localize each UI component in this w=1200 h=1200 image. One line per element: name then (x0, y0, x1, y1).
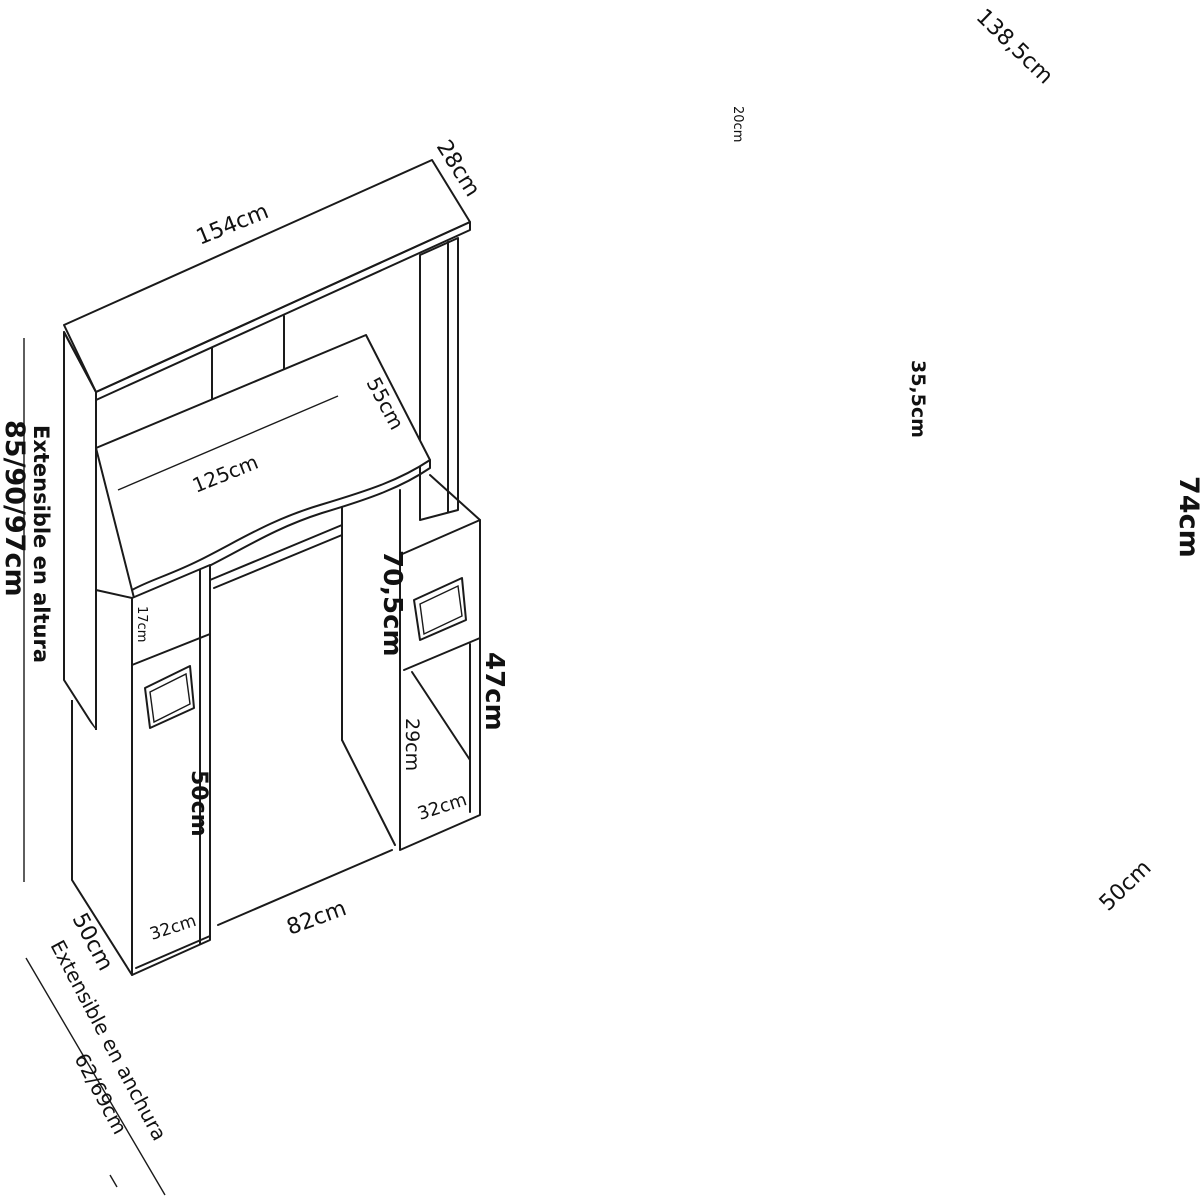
right-cabinet-back-edge (411, 671, 471, 761)
floor-line-front (217, 849, 393, 926)
label-height-note: Extensible en altura (29, 425, 53, 663)
hutch-top-shelf (63, 159, 471, 393)
label-cabinet-height: 47cm (479, 652, 509, 731)
leg-space (209, 506, 396, 926)
desk-top-surface (95, 334, 431, 591)
left-cabinet-base (135, 935, 211, 969)
label-right-mid: 35,5cm (907, 360, 929, 438)
back-panel-top (209, 524, 343, 581)
right-drawer-handle-inner (419, 584, 463, 636)
label-right-top: 138,5cm (971, 4, 1058, 89)
left-door-handle (144, 665, 195, 729)
hutch-top-shelf-front (63, 221, 471, 401)
hutch-right-panel (419, 237, 459, 521)
label-right-niche-height: 29cm (401, 718, 423, 771)
left-cabinet-shelf (131, 633, 211, 666)
hutch (63, 159, 471, 731)
left-cabinet (71, 564, 211, 976)
dimension-lines (23, 338, 166, 1196)
label-right-depth: 50cm (1095, 856, 1157, 917)
label-left-upper-open: 17cm (134, 606, 149, 642)
label-left-door-height: 50cm (186, 770, 211, 837)
hutch-left-panel (63, 331, 97, 731)
left-door-handle-inner (149, 672, 191, 724)
right-cabinet-divider (403, 637, 481, 671)
label-total-height: 85/90/97cm (0, 420, 30, 597)
label-inner-height: 70,5cm (377, 550, 407, 657)
right-drawer-handle (413, 577, 467, 641)
right-cabinet (399, 474, 481, 851)
width-ext-line (109, 1174, 118, 1188)
label-right-height: 74cm (1173, 476, 1200, 558)
label-right-small: 20cm (730, 106, 745, 142)
desk-width-measure-line (117, 395, 339, 491)
base-depth-line (25, 957, 166, 1196)
right-cabinet-top (399, 474, 481, 556)
back-panel-inner (213, 534, 343, 589)
label-leg-space: 82cm (284, 896, 350, 941)
floor-line-diagonal (341, 739, 396, 846)
